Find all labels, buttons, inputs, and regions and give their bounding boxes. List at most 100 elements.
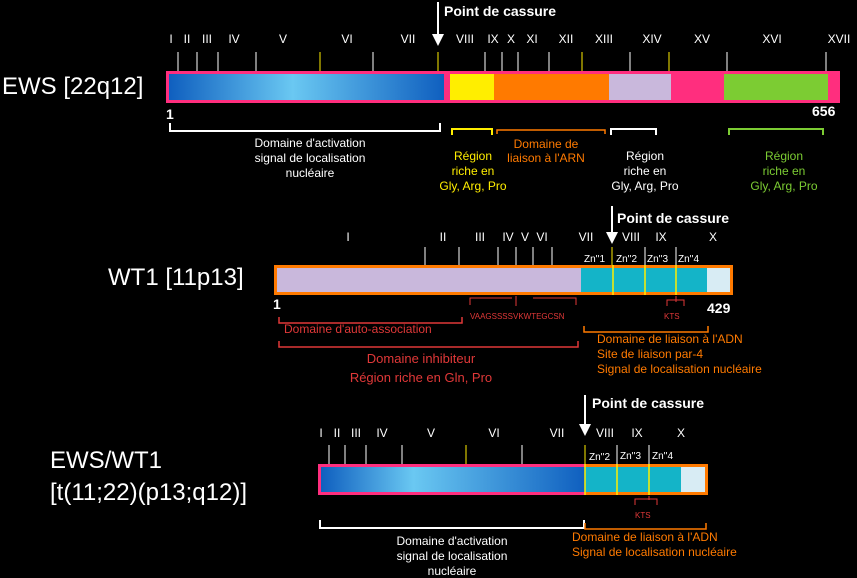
fusion-exon-9: IX xyxy=(631,426,642,440)
ews-title: EWS [22q12] xyxy=(2,73,143,100)
ews-gar1-label-2: riche en xyxy=(452,164,495,178)
ews-activation-label-1: Domaine d'activation xyxy=(254,136,365,150)
wt1-end-position: 429 xyxy=(707,300,731,316)
ews-exon-2: II xyxy=(184,32,191,46)
ews-exon-17: XVII xyxy=(828,32,851,46)
ews-exon-14: XIV xyxy=(642,32,661,46)
ews-end-position: 656 xyxy=(812,103,836,119)
ews-breakpoint-arrow-head xyxy=(432,34,444,46)
fusion-zinc-finger-4: Zn''4 xyxy=(652,451,673,462)
ews-section: Point de cassure I II III IV V VI VII VI… xyxy=(2,2,850,193)
wt1-exon-7: VII xyxy=(579,230,594,244)
wt1-exon-2: II xyxy=(440,230,447,244)
ews-gar3-bracket xyxy=(728,128,824,135)
wt1-kts-label: KTS xyxy=(664,312,680,321)
ews-rna-binding-segment xyxy=(494,74,609,100)
ews-rna-bracket xyxy=(496,129,606,134)
fusion-exon-8: VIII xyxy=(596,426,614,440)
fusion-breakpoint-label: Point de cassure xyxy=(592,395,704,411)
ews-gar-region-segment-1 xyxy=(450,74,494,100)
fusion-exon-3: III xyxy=(351,426,361,440)
wt1-dna-label-1: Domaine de liaison à l'ADN xyxy=(597,332,743,346)
fusion-dna-label-1: Domaine de liaison à l'ADN xyxy=(572,530,718,544)
ews-gar1-bracket xyxy=(451,128,493,135)
wt1-motif-sequence: VAAGSSSSVKWTEGCSN xyxy=(470,312,565,321)
ews-exon-5: V xyxy=(279,32,287,46)
wt1-zinc-finger-3: Zn''3 xyxy=(647,254,668,265)
wt1-breakpoint-arrow-head xyxy=(606,232,618,244)
fusion-ews-activation-segment xyxy=(321,467,585,492)
wt1-zinc-finger-4: Zn''4 xyxy=(678,254,699,265)
wt1-exon-1: I xyxy=(346,230,349,244)
fusion-section: Point de cassure I II III IV V VI VII VI… xyxy=(50,395,737,578)
wt1-motif-bracket-right xyxy=(533,297,577,305)
ews-rna-label-2: liaison à l'ARN xyxy=(507,151,585,165)
wt1-exon-5: V xyxy=(521,230,529,244)
fusion-activation-bracket xyxy=(319,520,585,529)
wt1-exon-3: III xyxy=(475,230,485,244)
ews-activation-bracket xyxy=(169,123,441,132)
wt1-inhibitor-label-2: Région riche en Gln, Pro xyxy=(350,370,492,385)
fusion-activation-label-2: signal de localisation xyxy=(397,549,508,563)
ews-exon-ticks xyxy=(177,52,827,71)
ews-bar xyxy=(166,71,840,103)
wt1-dna-label-3: Signal de localisation nucléaire xyxy=(597,362,762,376)
ews-gar3-label-3: Gly, Arg, Pro xyxy=(750,179,817,193)
ews-exon-10: X xyxy=(507,32,515,46)
wt1-exon-labels: I II III IV V VI VII VIII IX X xyxy=(346,230,717,244)
wt1-start-position: 1 xyxy=(273,296,281,312)
wt1-self-association-bracket xyxy=(278,317,463,324)
wt1-motif-bracket-left xyxy=(469,297,512,305)
fusion-dna-label-2: Signal de localisation nucléaire xyxy=(572,545,737,559)
fusion-kts-label: KTS xyxy=(635,511,651,520)
ews-exon-11: XI xyxy=(526,32,537,46)
wt1-dna-binding-bracket xyxy=(583,326,709,333)
ews-activation-label-3: nucléaire xyxy=(286,166,335,180)
ews-gar2-label-3: Gly, Arg, Pro xyxy=(611,179,678,193)
wt1-self-association-label: Domaine d'auto-association xyxy=(284,322,432,336)
fusion-exon-7: VII xyxy=(550,426,565,440)
wt1-exon-9: IX xyxy=(655,230,666,244)
wt1-exon-10: X xyxy=(709,230,717,244)
fusion-exon-10: X xyxy=(677,426,685,440)
ews-gar2-label-1: Région xyxy=(626,149,664,163)
wt1-zinc-finger-2: Zn''2 xyxy=(616,254,637,265)
wt1-exon-ticks xyxy=(424,247,677,265)
ews-start-position: 1 xyxy=(166,106,174,122)
wt1-section: Point de cassure I II III IV V VI VII VI… xyxy=(108,206,762,385)
ews-gar3-label-2: riche en xyxy=(763,164,806,178)
fusion-exon-5: V xyxy=(427,426,435,440)
ews-gar-region-segment-2 xyxy=(609,74,671,100)
wt1-breakpoint-label: Point de cassure xyxy=(617,210,729,226)
ews-exon-8: VIII xyxy=(456,32,474,46)
wt1-dna-binding-segment xyxy=(581,268,707,292)
ews-gar3-label-1: Région xyxy=(765,149,803,163)
ews-activation-label-2: signal de localisation xyxy=(255,151,366,165)
ews-gar2-label-2: riche en xyxy=(624,164,667,178)
ews-rna-label-1: Domaine de xyxy=(514,137,579,151)
ews-exon-1: I xyxy=(169,32,172,46)
fusion-breakpoint-arrow-head xyxy=(579,424,591,436)
wt1-exon-4: IV xyxy=(502,230,513,244)
wt1-exon-6: VI xyxy=(536,230,547,244)
fusion-exon-4: IV xyxy=(376,426,387,440)
ews-activation-domain-segment xyxy=(169,74,444,100)
wt1-bar xyxy=(274,265,733,295)
fusion-wt1-dna-binding-segment xyxy=(585,467,681,492)
fusion-zinc-finger-3: Zn''3 xyxy=(620,451,641,462)
fusion-exon-6: VI xyxy=(488,426,499,440)
fusion-exon-labels: I II III IV V VI VII VIII IX X xyxy=(319,426,685,440)
ews-exon-3: III xyxy=(202,32,212,46)
fusion-exon-ticks xyxy=(328,445,650,464)
wt1-self-association-segment xyxy=(277,268,581,292)
fusion-dna-binding-bracket xyxy=(584,523,707,530)
ews-exon-labels: I II III IV V VI VII VIII IX X XI XII XI… xyxy=(169,32,850,46)
ews-exon-16: XVI xyxy=(762,32,781,46)
ews-exon-9: IX xyxy=(487,32,498,46)
ews-exon-6: VI xyxy=(341,32,352,46)
fusion-title-1: EWS/WT1 xyxy=(50,447,162,474)
fusion-zinc-finger-2: Zn''2 xyxy=(589,452,610,463)
fusion-kts-bracket xyxy=(634,498,658,505)
ews-exon-15: XV xyxy=(694,32,710,46)
